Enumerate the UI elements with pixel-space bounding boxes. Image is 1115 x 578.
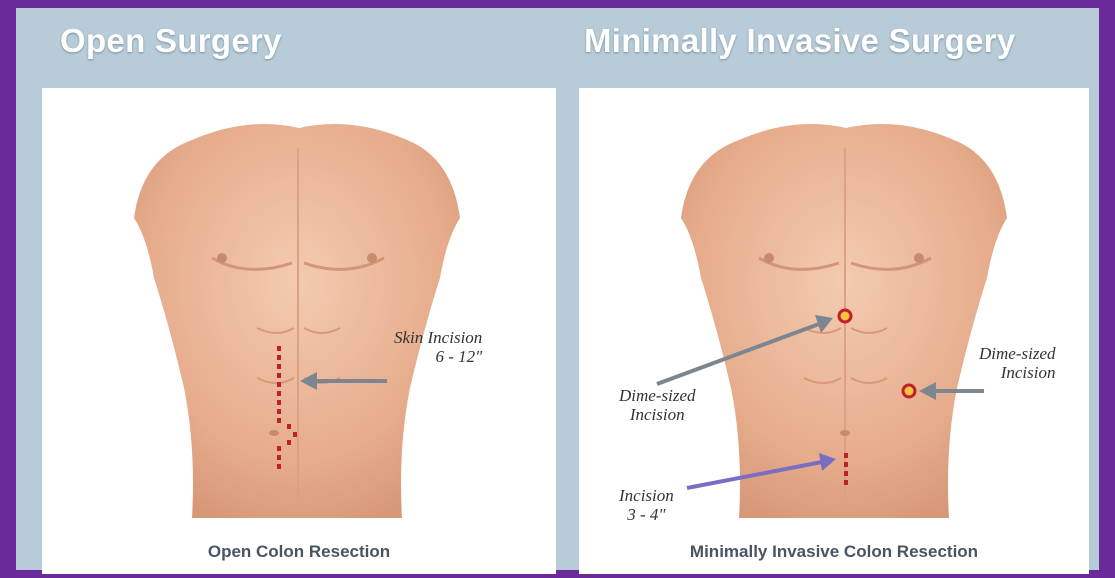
minimally-invasive-heading: Minimally Invasive Surgery: [584, 22, 1015, 60]
lower-incision-label: Incision 3 - 4": [619, 486, 674, 524]
right-incision-label: Dime-sized Incision: [979, 344, 1055, 382]
skin-incision-label: Skin Incision 6 - 12": [394, 328, 482, 366]
figure-frame: Open Surgery Minimally Invasive Surgery: [16, 8, 1099, 570]
right-port-incision: [903, 385, 915, 397]
upper-incision-label: Dime-sized Incision: [619, 386, 695, 424]
open-colon-resection-caption: Open Colon Resection: [42, 542, 556, 562]
minimally-invasive-panel: Dime-sized Incision Dime-sized Incision …: [579, 88, 1089, 574]
open-surgery-heading: Open Surgery: [60, 22, 282, 60]
upper-port-incision: [839, 310, 851, 322]
minimally-invasive-colon-resection-caption: Minimally Invasive Colon Resection: [579, 542, 1089, 562]
open-surgery-panel: Skin Incision 6 - 12" Open Colon Resecti…: [42, 88, 556, 574]
